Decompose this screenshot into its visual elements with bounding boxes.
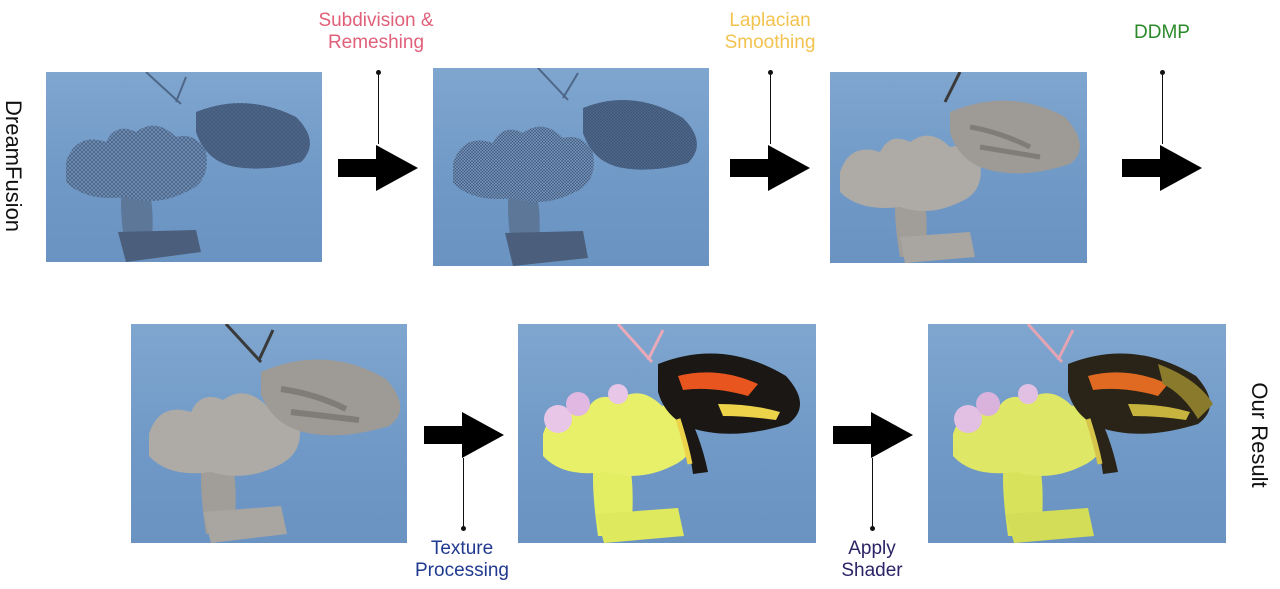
our-result-label: Our Result [1247, 382, 1272, 488]
ddmp-line1: DDMP [1134, 22, 1190, 43]
step-texture-label: Texture Processing [392, 538, 532, 582]
laplacian-line1: Laplacian [729, 10, 811, 31]
arrow-right-2 [730, 145, 810, 191]
connector-dot-ddmp [1160, 70, 1165, 75]
butterfly-mesh-illustration [66, 72, 310, 262]
dreamfusion-label: DreamFusion [1, 100, 26, 233]
connector-subdivision [378, 72, 379, 144]
arrow-right-5 [833, 412, 913, 458]
texture-line2: Processing [415, 560, 509, 581]
panel-bottom-smoothed [131, 324, 407, 543]
connector-dot-texture [461, 526, 466, 531]
panel-dreamfusion-mesh [46, 72, 322, 262]
arrow-right-3 [1122, 145, 1202, 191]
panel-smoothed [830, 72, 1087, 263]
shader-line2: Shader [841, 560, 903, 581]
butterfly-smoothed-bottom-illustration [149, 324, 401, 543]
step-subdivision-label: Subdivision & Remeshing [296, 10, 456, 54]
shader-line1: Apply [848, 538, 896, 559]
step-shader-label: Apply Shader [812, 538, 932, 582]
butterfly-smoothed-illustration [840, 72, 1080, 263]
arrow-right-4 [424, 412, 504, 458]
connector-dot-shader [870, 526, 875, 531]
panel-textured [518, 324, 816, 543]
panel-shaded-result [928, 324, 1226, 543]
connector-dot-laplacian [768, 70, 773, 75]
panel-remeshed [433, 68, 709, 266]
connector-dot-subdivision [376, 70, 381, 75]
connector-ddmp [1162, 72, 1163, 144]
laplacian-line2: Smoothing [724, 32, 816, 53]
butterfly-textured-illustration [543, 324, 801, 543]
connector-texture [463, 458, 464, 528]
butterfly-shaded-illustration [953, 324, 1213, 543]
texture-line1: Texture [430, 538, 494, 559]
arrow-right-1 [338, 145, 418, 191]
subdivision-line2: Remeshing [327, 32, 425, 53]
connector-shader [872, 458, 873, 528]
connector-laplacian [770, 72, 771, 144]
step-laplacian-label: Laplacian Smoothing [690, 10, 850, 54]
step-ddmp-label: DDMP [1102, 22, 1222, 44]
butterfly-remesh-illustration [453, 68, 697, 266]
subdivision-line1: Subdivision & [318, 10, 434, 31]
